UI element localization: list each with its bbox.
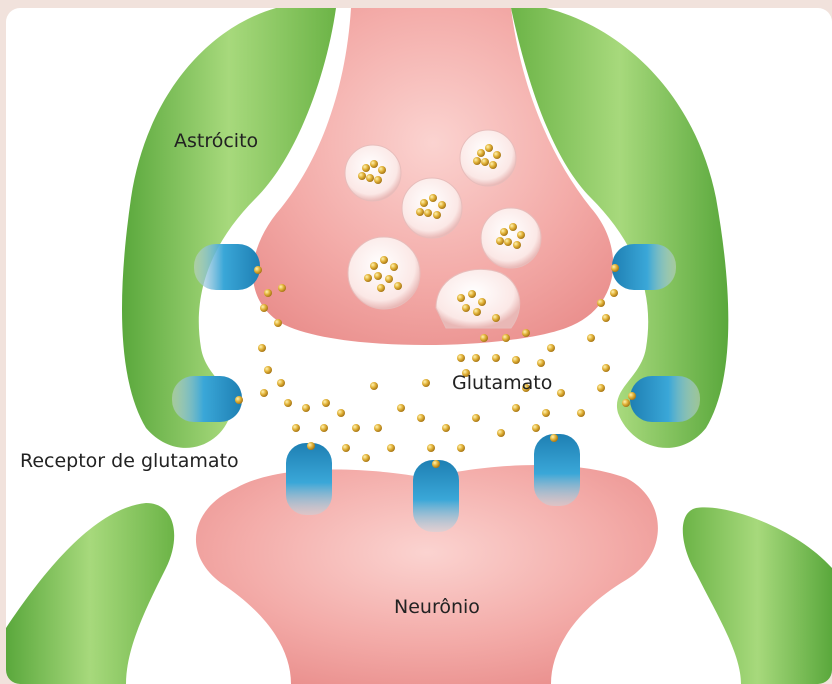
- neuron-label: Neurônio: [394, 596, 480, 618]
- astrocyte-left-lower: [6, 503, 174, 684]
- synapse-illustration: [6, 8, 832, 684]
- diagram-frame: Astrócito Glutamato Receptor de glutamat…: [6, 8, 832, 684]
- glutamate-label: Glutamato: [452, 372, 552, 394]
- astrocyte-label: Astrócito: [174, 130, 258, 152]
- receptor-label: Receptor de glutamato: [20, 450, 239, 472]
- astrocyte-right-lower: [683, 507, 832, 684]
